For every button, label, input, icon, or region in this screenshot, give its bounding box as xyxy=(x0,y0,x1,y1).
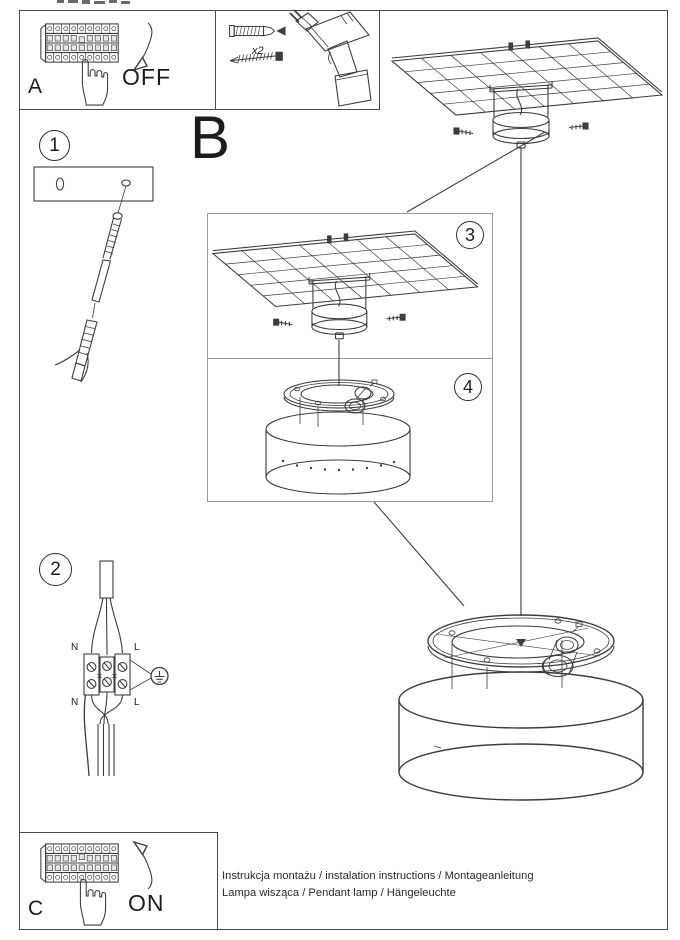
wiring-label-l-bottom: L xyxy=(134,697,140,708)
earth-icon xyxy=(129,659,169,691)
wiring-label-n-bottom: N xyxy=(71,697,79,708)
footer-title-line1: Instrukcja montażu / instalation instruc… xyxy=(222,870,534,882)
page-border xyxy=(19,10,668,930)
lamp-socket-small xyxy=(344,379,378,414)
step4-drawing xyxy=(265,379,411,495)
scan-artifact-marks xyxy=(57,0,130,4)
wiring-label-n-top: N xyxy=(71,642,79,653)
detail-box-steps-3-4 xyxy=(207,213,493,502)
ceiling-assembly-main xyxy=(391,37,663,616)
pendant-lamp-drawing xyxy=(398,614,644,801)
pointing-hand-icon-c xyxy=(79,879,107,926)
drill-icon xyxy=(289,9,372,107)
panel-power-off xyxy=(19,10,216,110)
step1-number: 1 xyxy=(39,130,70,161)
circuit-breaker-icon xyxy=(40,23,119,64)
step1-number-text: 1 xyxy=(49,134,60,156)
wall-plug-icon xyxy=(229,24,286,38)
panel-tools xyxy=(216,10,380,110)
step2-number: 2 xyxy=(39,553,72,586)
shade-vent-holes xyxy=(281,459,396,472)
section-a-label: A xyxy=(28,75,43,98)
step4-number: 4 xyxy=(454,373,482,401)
pointing-hand-icon xyxy=(81,59,109,106)
step3-drawing xyxy=(212,230,479,386)
step1-drawing xyxy=(33,166,154,383)
section-b-label: B xyxy=(190,104,231,171)
step2-wiring-drawing xyxy=(83,560,169,777)
screw-icon xyxy=(229,51,283,64)
arrow-up-icon xyxy=(132,840,153,890)
panel-power-on xyxy=(19,832,218,930)
circuit-breaker-icon-c xyxy=(40,843,119,884)
step4-number-text: 4 xyxy=(462,376,473,397)
section-c-label: C xyxy=(28,897,44,920)
step3-number-text: 3 xyxy=(464,224,475,245)
step2-number-text: 2 xyxy=(50,558,61,580)
footer-title-line2: Lampa wisząca / Pendant lamp / Hängeleuc… xyxy=(222,887,456,900)
arrow-down-icon xyxy=(132,22,153,72)
lamp-socket xyxy=(541,621,583,678)
on-label: ON xyxy=(128,890,165,916)
leader-lines xyxy=(373,131,546,607)
cable-gland xyxy=(516,639,526,647)
wiring-label-l-top: L xyxy=(134,642,140,653)
off-label: OFF xyxy=(122,64,171,90)
footer-title: Instrukcja montażu / instalation instruc… xyxy=(222,868,534,903)
quantity-label: x2 xyxy=(252,45,264,57)
step3-number: 3 xyxy=(456,221,484,249)
detail-box-divider xyxy=(208,358,492,359)
